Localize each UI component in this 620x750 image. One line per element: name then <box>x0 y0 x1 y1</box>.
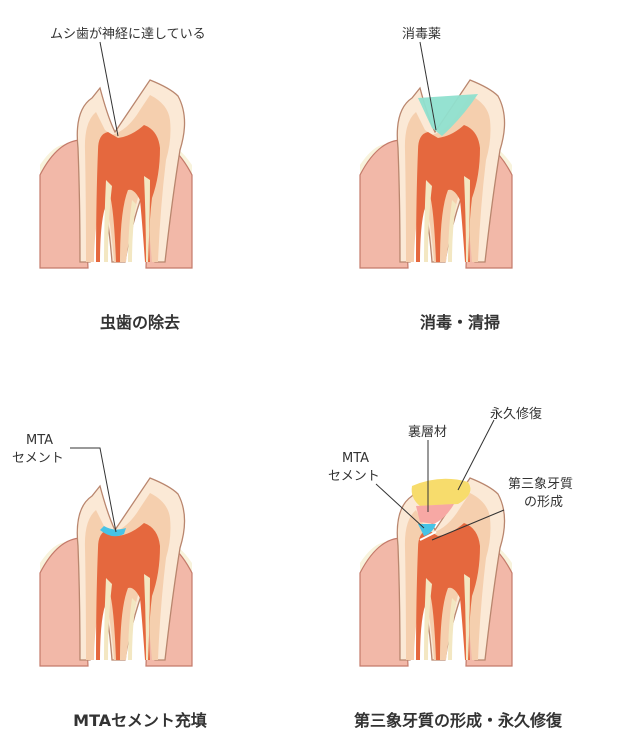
label-cement: セメント <box>328 469 380 484</box>
label-caries-reaches-nerve: ムシ歯が神経に達している <box>50 27 206 42</box>
panel-caries-removal: ムシ歯が神経に達している 虫歯の除去 <box>40 27 206 332</box>
restoration-fill <box>411 478 471 506</box>
label-mta: MTA <box>26 433 53 448</box>
leader-line <box>457 419 495 491</box>
panel-mta-filling: MTA セメント MTAセメント充填 <box>12 433 207 730</box>
caption-tertiary-dentin-restoration: 第三象牙質の形成・永久修復 <box>354 711 563 730</box>
panel-disinfection: 消毒薬 消毒・清掃 <box>360 27 512 332</box>
mta-cement-fill <box>100 526 126 537</box>
caption-caries-removal: 虫歯の除去 <box>100 313 180 332</box>
label-tertiary-dentin: 第三象牙質 <box>508 477 573 492</box>
liner-fill <box>416 504 454 524</box>
label-cement: セメント <box>12 451 64 466</box>
label-permanent-restoration: 永久修復 <box>490 406 542 422</box>
leader-line <box>99 41 119 137</box>
caption-mta-filling: MTAセメント充填 <box>73 711 207 730</box>
label-mta: MTA <box>342 451 369 466</box>
leader-line <box>375 483 425 529</box>
label-formation: の形成 <box>524 495 563 510</box>
caption-disinfection: 消毒・清掃 <box>420 313 500 332</box>
panel-tertiary-dentin-restoration: 裏層材 永久修復 MTA セメント 第三象牙質 の形成 第三象牙質の形成・永久修… <box>328 406 573 730</box>
tertiary-dentin-fill <box>419 531 437 541</box>
label-liner: 裏層材 <box>408 425 447 440</box>
leader-line <box>431 509 505 541</box>
leader-line <box>70 447 117 533</box>
disinfectant-fill <box>418 94 478 136</box>
label-disinfectant: 消毒薬 <box>402 27 441 42</box>
leader-line <box>419 41 437 131</box>
